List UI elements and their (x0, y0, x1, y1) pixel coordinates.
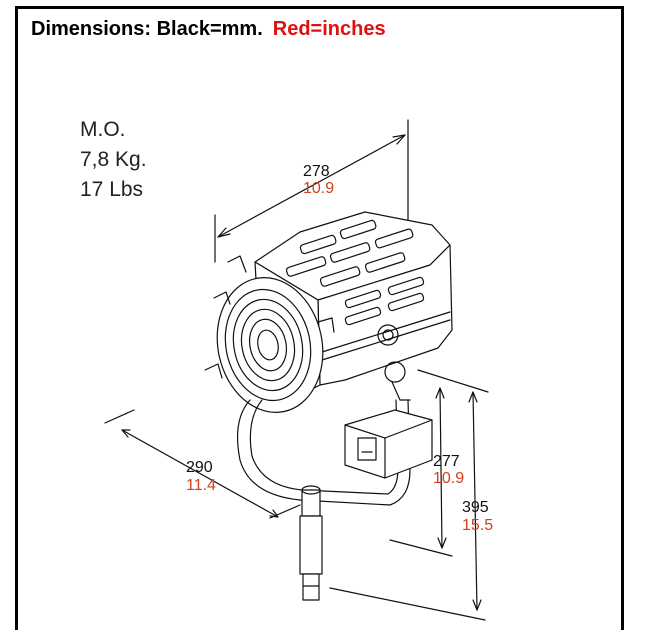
model-label: M.O. (80, 118, 126, 141)
height-total-mm: 395 (462, 499, 489, 516)
dim-width-lines (214, 119, 409, 263)
yoke (236, 361, 411, 506)
dim-depth-lines (104, 409, 301, 519)
dim-height-lines (329, 369, 489, 621)
height-total-in: 15.5 (462, 517, 493, 534)
legend-black: Dimensions: Black=mm. (31, 18, 263, 40)
height-body-mm: 277 (433, 453, 460, 470)
height-body-in: 10.9 (433, 470, 464, 487)
width-in: 10.9 (303, 180, 334, 197)
weight-kg: 7,8 Kg. (80, 148, 147, 171)
spigot (299, 485, 323, 601)
depth-mm: 290 (186, 459, 213, 476)
width-mm: 278 (303, 163, 330, 180)
legend-red: Red=inches (272, 18, 386, 40)
electronics-box (344, 409, 433, 479)
diagram-frame (15, 6, 624, 630)
fresnel-lens (204, 255, 335, 413)
weight-lbs: 17 Lbs (80, 178, 144, 201)
depth-in: 11.4 (186, 477, 216, 494)
dimensions-legend: Dimensions: Black=mm. Red=inches (31, 18, 386, 41)
